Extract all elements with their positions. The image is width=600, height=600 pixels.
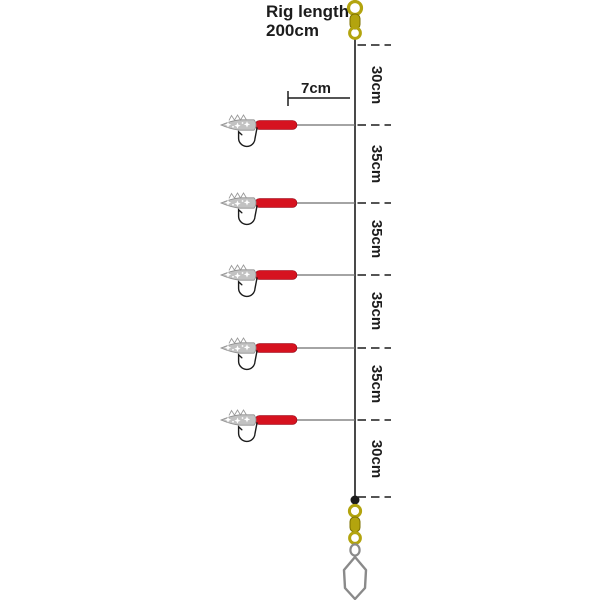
swivel-ring — [348, 531, 362, 545]
lure-hook-assembly-2 — [221, 193, 355, 224]
title-block: Rig length 200cm — [266, 2, 349, 40]
snap-eye — [349, 543, 361, 557]
measurement-ticks — [357, 44, 391, 498]
swivel-ring — [347, 503, 363, 519]
swivel-ring — [346, 0, 364, 17]
swivel-barrel — [349, 516, 361, 533]
dropper-length-label: 7cm — [301, 80, 331, 97]
segment-label-2: 35cm — [368, 145, 385, 183]
segment-labels: 30cm 35cm 35cm 35cm 35cm 30cm — [368, 66, 385, 478]
snap-link — [342, 555, 368, 600]
segment-label-3: 35cm — [368, 220, 385, 258]
lure-hook-assembly-1 — [221, 115, 355, 146]
rig-length-value: 200cm — [266, 21, 319, 40]
top-swivel — [346, 0, 364, 40]
segment-label-5: 35cm — [368, 365, 385, 403]
dropper-measurement: 7cm — [287, 80, 350, 106]
lure-hook-assembly-5 — [221, 410, 355, 441]
bottom-terminal-tackle — [342, 495, 368, 600]
segment-label-1: 30cm — [368, 66, 385, 104]
segment-label-4: 35cm — [368, 292, 385, 330]
rig-length-title: Rig length — [266, 2, 349, 21]
swivel-ring — [348, 26, 362, 40]
lure-hook-assembly-3 — [221, 265, 355, 296]
segment-label-6: 30cm — [368, 440, 385, 478]
line-stop-knot — [350, 495, 360, 505]
lure-hook-assembly-4 — [221, 338, 355, 369]
